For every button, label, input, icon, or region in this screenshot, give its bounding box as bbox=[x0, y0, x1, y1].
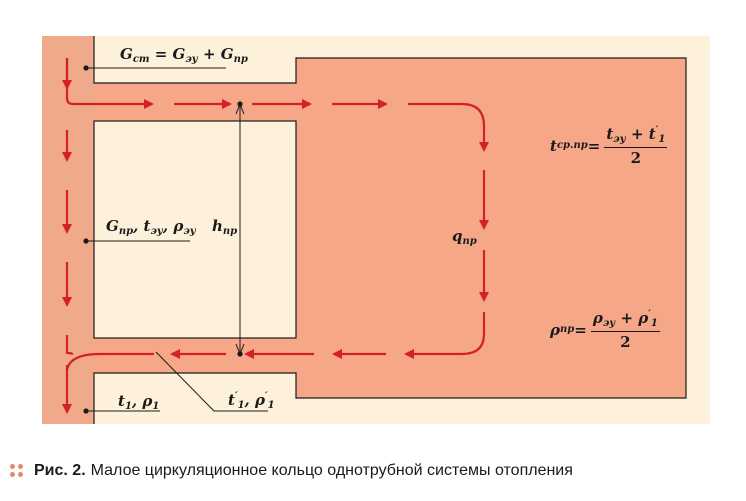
right-flow-arrows bbox=[461, 170, 489, 356]
inner-box bbox=[93, 120, 297, 339]
bottom-node bbox=[237, 351, 243, 357]
label-q-pr: qпр bbox=[452, 227, 477, 247]
label-g-st: Gст = Gэу + Gпр bbox=[120, 45, 248, 65]
caption-text: Малое циркуляционное кольцо однотрубной … bbox=[90, 462, 573, 479]
label-g-pr-t-rho: Gпр, tэу, ρэу bbox=[106, 217, 196, 237]
caption-prefix: Рис. 2. bbox=[34, 462, 86, 479]
leader-lines bbox=[86, 67, 268, 412]
leader-dots bbox=[83, 65, 89, 414]
label-t1p-rho1p: t′1, ρ′1 bbox=[228, 391, 275, 411]
top-flow-arrows bbox=[73, 99, 489, 152]
top-node bbox=[237, 101, 243, 107]
label-t1-rho1: t1, ρ1 bbox=[118, 392, 160, 412]
caption-dots-icon bbox=[10, 464, 24, 478]
riser-flow-arrows bbox=[62, 58, 154, 414]
figure-caption: Рис. 2. Малое циркуляционное кольцо одно… bbox=[10, 462, 573, 480]
loop-outline bbox=[93, 36, 687, 424]
bypass-loop-region bbox=[94, 58, 686, 398]
label-h-pr: hпр bbox=[212, 217, 238, 237]
